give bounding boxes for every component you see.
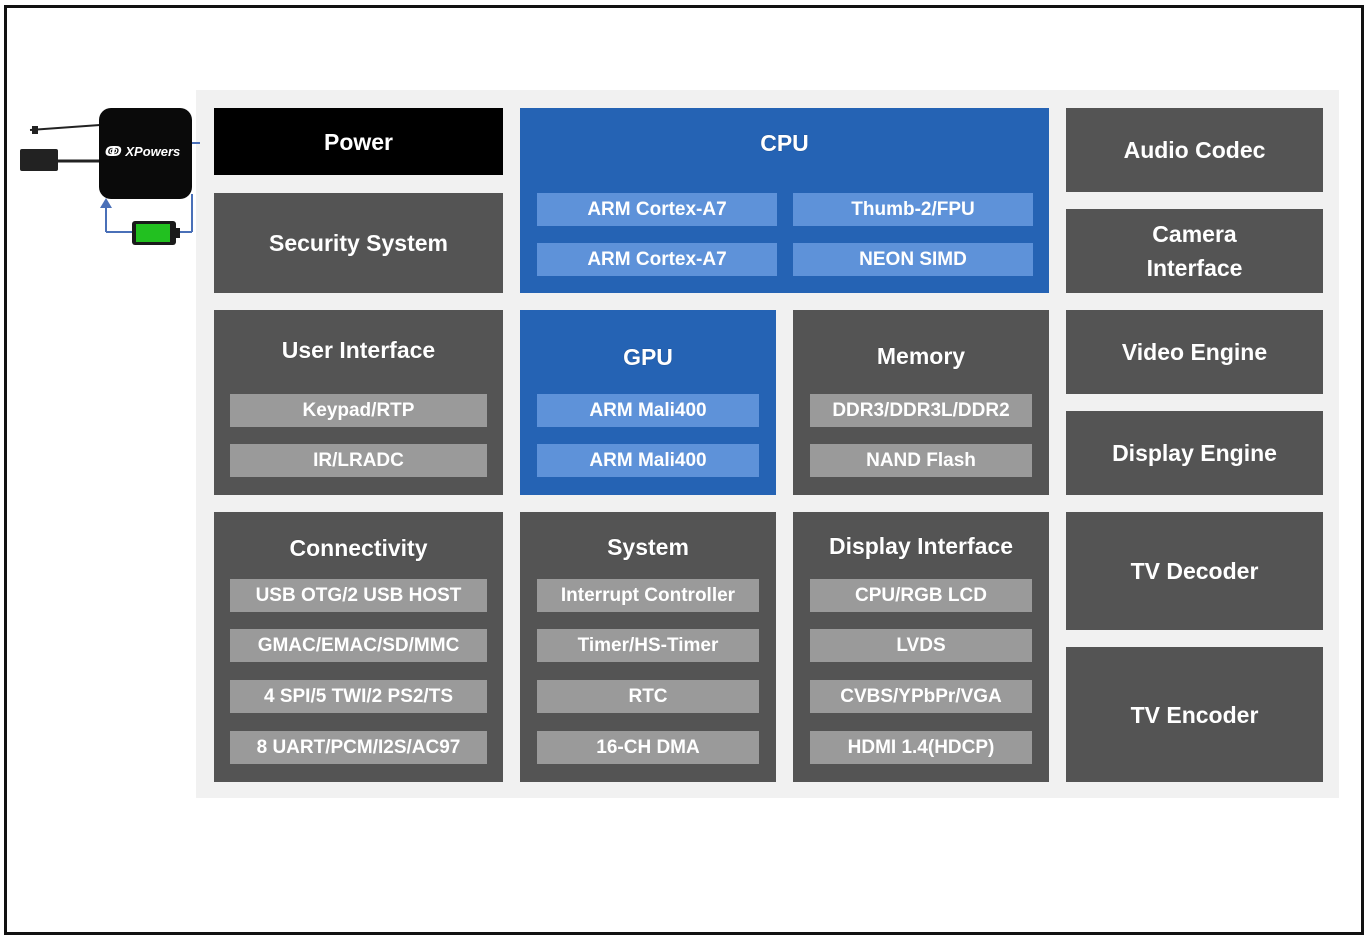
display-engine-title: Display Engine (1112, 440, 1277, 466)
display-engine-block: Display Engine (1066, 411, 1323, 495)
memory-block: Memory DDR3/DDR3L/DDR2 NAND Flash (793, 310, 1049, 495)
connectivity-title: Connectivity (289, 535, 428, 561)
cpu-neon-simd: NEON SIMD (793, 243, 1033, 276)
system-block: System Interrupt Controller Timer/HS-Tim… (520, 512, 776, 782)
disp-hdmi: HDMI 1.4(HDCP) (810, 731, 1032, 764)
cpu-core-1: ARM Cortex-A7 (537, 193, 777, 226)
logo-text: XPowers (125, 144, 181, 159)
cpu-block: CPU ARM Cortex-A7 Thumb-2/FPU ARM Cortex… (520, 108, 1049, 293)
ui-ir-lradc: IR/LRADC (230, 444, 487, 477)
disp-cvbs: CVBS/YPbPr/VGA (810, 680, 1032, 713)
memory-title: Memory (876, 343, 966, 369)
power-ic-device: ↂ XPowers (99, 108, 192, 199)
power-block: Power (214, 108, 503, 175)
audio-codec-title: Audio Codec (1123, 137, 1266, 163)
xpowers-logo: ↂ XPowers (105, 144, 181, 159)
disp-lvds: LVDS (810, 629, 1032, 662)
display-interface-block: Display Interface CPU/RGB LCD LVDS CVBS/… (793, 512, 1049, 782)
tv-encoder-title: TV Encoder (1130, 701, 1259, 728)
system-title: System (607, 534, 689, 560)
display-interface-title: Display Interface (828, 533, 1014, 559)
disp-cpu-rgb-lcd: CPU/RGB LCD (810, 579, 1032, 612)
conn-gmac: GMAC/EMAC/SD/MMC (230, 629, 487, 662)
cpu-thumb-fpu: Thumb-2/FPU (793, 193, 1033, 226)
security-system-title: Security System (269, 230, 448, 256)
audio-codec-block: Audio Codec (1066, 108, 1323, 192)
conn-spi: 4 SPI/5 TWI/2 PS2/TS (230, 680, 487, 713)
video-engine-title: Video Engine (1121, 339, 1268, 365)
memory-ddr: DDR3/DDR3L/DDR2 (810, 394, 1032, 427)
gpu-title: GPU (623, 344, 673, 370)
tv-encoder-block: TV Encoder (1066, 647, 1323, 782)
ui-keypad-rtp: Keypad/RTP (230, 394, 487, 427)
camera-interface-block: Camera Interface (1066, 209, 1323, 293)
video-engine-block: Video Engine (1066, 310, 1323, 394)
memory-nand-flash: NAND Flash (810, 444, 1032, 477)
sys-interrupt-controller: Interrupt Controller (537, 579, 759, 612)
gpu-mali-1: ARM Mali400 (537, 394, 759, 427)
camera-interface-title: Camera Interface (1146, 221, 1243, 281)
connectivity-block: Connectivity USB OTG/2 USB HOST GMAC/EMA… (214, 512, 503, 782)
conn-uart: 8 UART/PCM/I2S/AC97 (230, 731, 487, 764)
power-title: Power (323, 128, 394, 155)
cpu-core-2: ARM Cortex-A7 (537, 243, 777, 276)
cpu-title: CPU (760, 130, 809, 156)
power-device-illustration (20, 124, 200, 245)
tv-decoder-block: TV Decoder (1066, 512, 1323, 630)
tv-decoder-title: TV Decoder (1130, 558, 1259, 584)
sys-rtc: RTC (537, 680, 759, 713)
sys-timer: Timer/HS-Timer (537, 629, 759, 662)
user-interface-block: User Interface Keypad/RTP IR/LRADC (214, 310, 503, 495)
user-interface-title: User Interface (281, 337, 436, 363)
conn-usb: USB OTG/2 USB HOST (230, 579, 487, 612)
security-system-block: Security System (214, 193, 503, 293)
sys-dma: 16-CH DMA (537, 731, 759, 764)
gpu-mali-2: ARM Mali400 (537, 444, 759, 477)
gpu-block: GPU ARM Mali400 ARM Mali400 (520, 310, 776, 495)
